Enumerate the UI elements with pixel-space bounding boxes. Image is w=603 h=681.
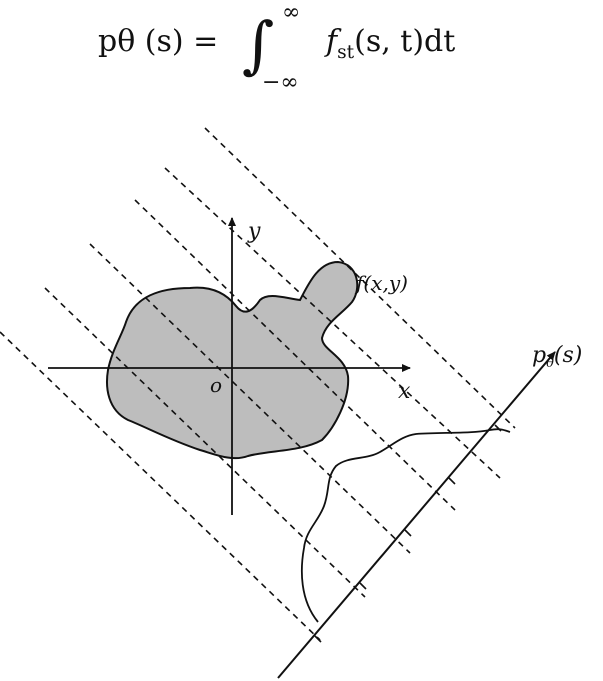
integral-sign: ∫ [242,8,275,81]
tick-mark [448,477,456,485]
tick-mark [359,582,367,590]
integrand-arguments: (s, t)dt [354,24,456,59]
integrand-subscript: st [337,42,355,63]
x-axis-label: x [398,379,411,404]
integral-upper-limit: ∞ [282,0,301,25]
ray-lines [0,127,516,641]
ray-line [134,199,456,511]
ray-line [0,331,321,641]
y-axis-label: y [247,219,261,244]
projection-label: pθ(s) [532,343,582,371]
projection-ticks [314,424,502,643]
integral-lower-limit: −∞ [262,70,299,95]
tick-mark [314,635,322,643]
projection-label-p: p [532,343,546,368]
object-label: f(x,y) [354,271,408,295]
ray-line [204,127,516,429]
projection-axis [277,351,556,679]
integrand-function: f [326,24,338,59]
ray-line [89,243,411,554]
projection-profile [300,428,511,623]
formula-lhs: pθ (s) = [98,24,219,59]
projection-formula: pθ (s) = ∫ ∞ −∞ fst(s, t)dt [0,0,603,110]
ray-line [44,287,366,598]
projection-label-arg: (s) [554,343,582,368]
projection-label-sub: θ [546,356,554,371]
tick-mark [404,529,412,537]
origin-label: o [210,373,222,397]
formula-integrand: fst(s, t)dt [326,24,455,63]
